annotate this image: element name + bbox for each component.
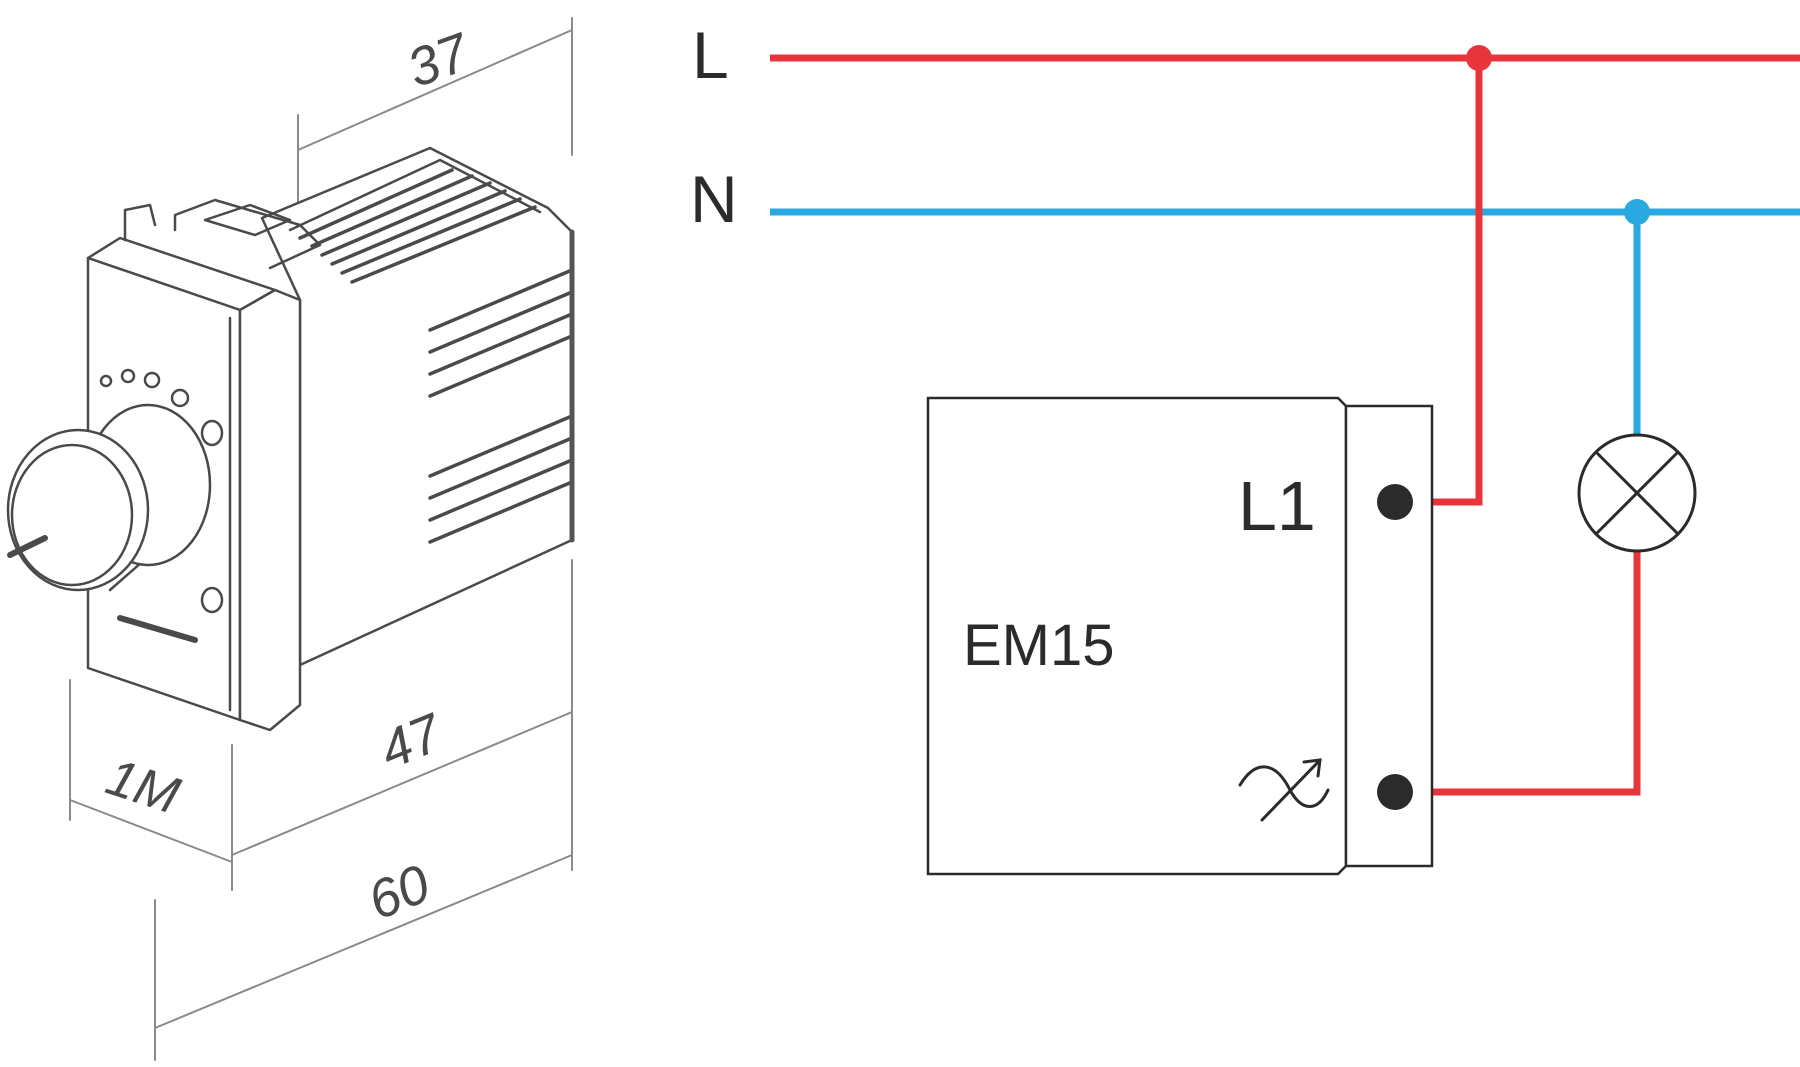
device-name: EM15	[963, 613, 1115, 678]
dimension-depth-total: 60	[360, 854, 438, 932]
terminal-l1	[1377, 484, 1413, 520]
terminal-output	[1377, 774, 1413, 810]
dimension-depth-body: 47	[372, 702, 452, 781]
rear-body	[260, 146, 575, 667]
dimension-depth-top: 37	[400, 22, 479, 100]
em15-device: EM15 L1	[926, 396, 1434, 876]
dimension-lines	[69, 17, 573, 1061]
neutral-label: N	[690, 162, 738, 236]
lamp-icon	[1577, 433, 1697, 553]
line-junction	[1466, 45, 1492, 71]
terminal-l1-label: L1	[1238, 467, 1316, 545]
wiring-diagram: L N EM15 L1	[690, 18, 1800, 876]
led-indicators	[99, 368, 224, 614]
dimension-module-width: 1M	[99, 748, 186, 826]
dimmer-output-symbol-icon	[1238, 758, 1330, 822]
neutral-junction	[1624, 199, 1650, 225]
dimmer-module-drawing	[6, 17, 575, 1061]
line-label: L	[692, 18, 729, 92]
rotary-knob	[6, 403, 212, 592]
output-to-lamp-wire	[1395, 550, 1641, 796]
